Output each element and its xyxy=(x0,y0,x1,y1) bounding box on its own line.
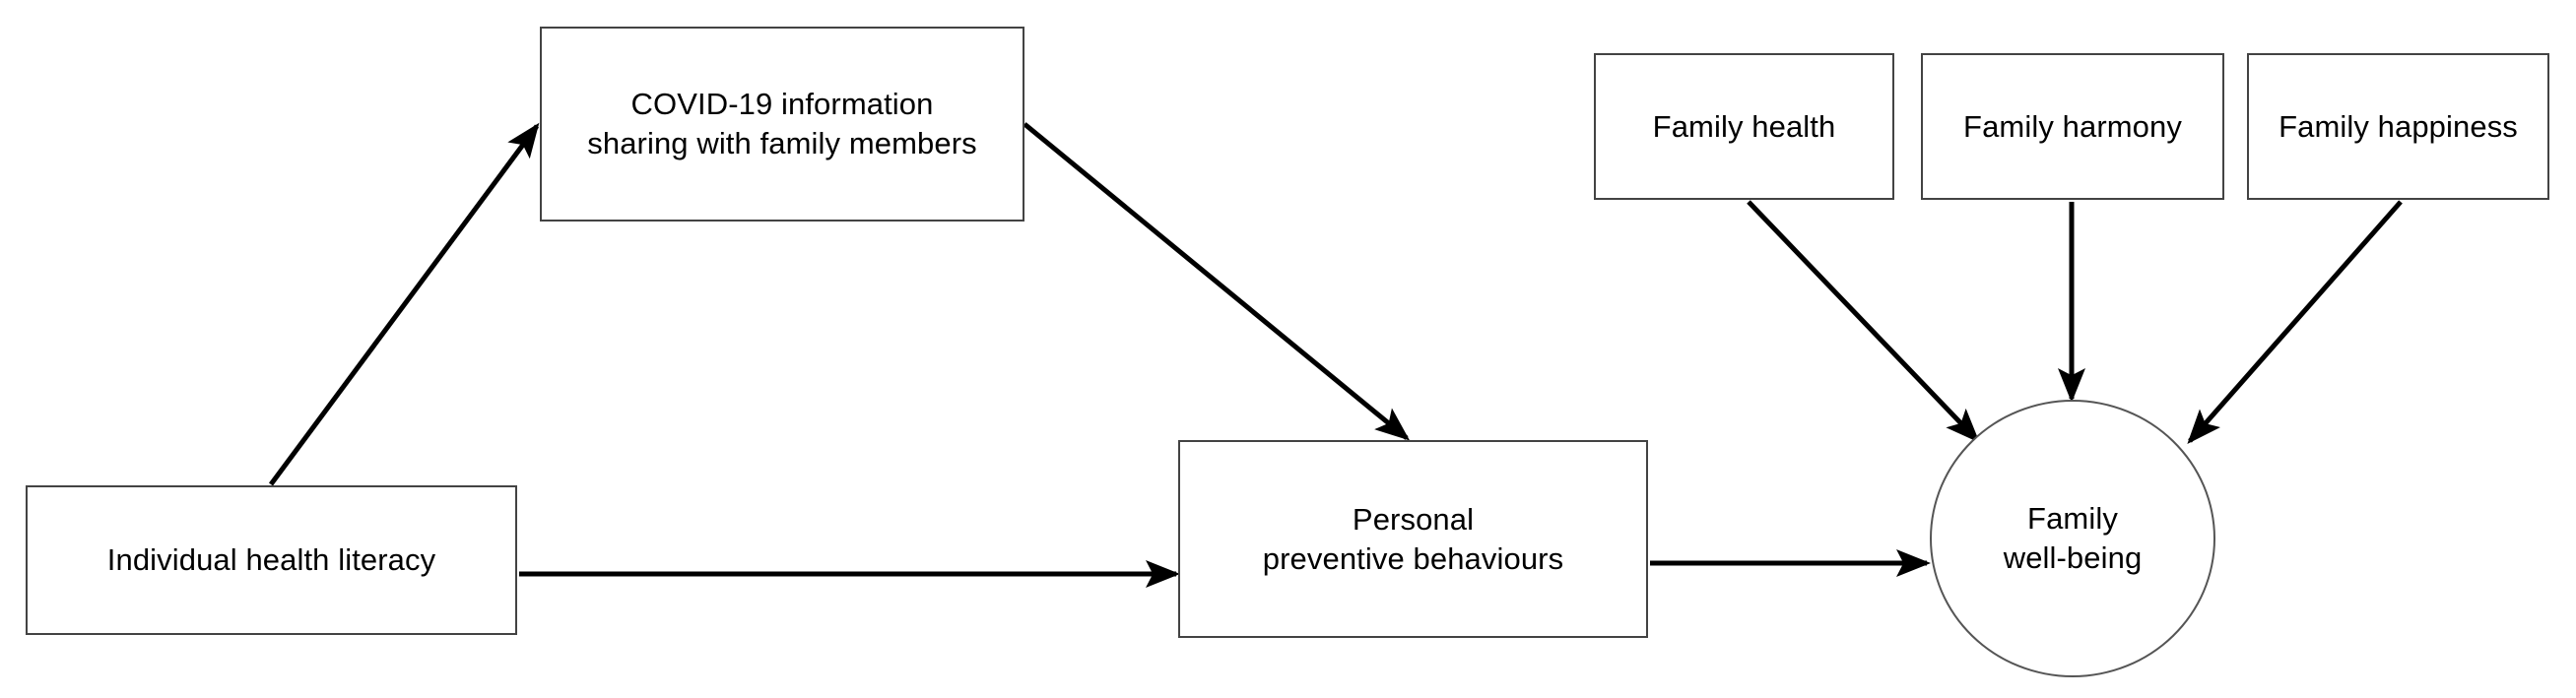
node-family-well-being[interactable]: Family well-being xyxy=(1930,400,2215,677)
node-label-covid-information-sharing: COVID-19 information sharing with family… xyxy=(587,87,977,160)
node-label-individual-health-literacy: Individual health literacy xyxy=(106,542,436,578)
node-individual-health-literacy[interactable]: Individual health literacy xyxy=(26,485,517,635)
node-family-happiness[interactable]: Family happiness xyxy=(2247,53,2549,200)
node-family-health[interactable]: Family health xyxy=(1594,53,1894,200)
node-label-family-happiness: Family happiness xyxy=(2279,108,2518,144)
node-personal-preventive-behaviours[interactable]: Personal preventive behaviours xyxy=(1178,440,1648,638)
node-covid-information-sharing[interactable]: COVID-19 information sharing with family… xyxy=(540,27,1024,222)
edge-happiness-to-wellbeing xyxy=(2187,200,2403,445)
edge-literacy-to-sharing xyxy=(268,122,540,486)
edges-group xyxy=(268,122,2403,588)
edge-health-to-wellbeing xyxy=(1747,200,1980,443)
node-label-family-health: Family health xyxy=(1652,108,1836,144)
node-label-family-harmony: Family harmony xyxy=(1963,108,2182,144)
node-label-personal-preventive-behaviours: Personal preventive behaviours xyxy=(1262,501,1564,576)
edge-sharing-to-behaviours xyxy=(1023,122,1411,441)
node-label-family-well-being: Family well-being xyxy=(2003,501,2143,575)
node-family-harmony[interactable]: Family harmony xyxy=(1921,53,2224,200)
